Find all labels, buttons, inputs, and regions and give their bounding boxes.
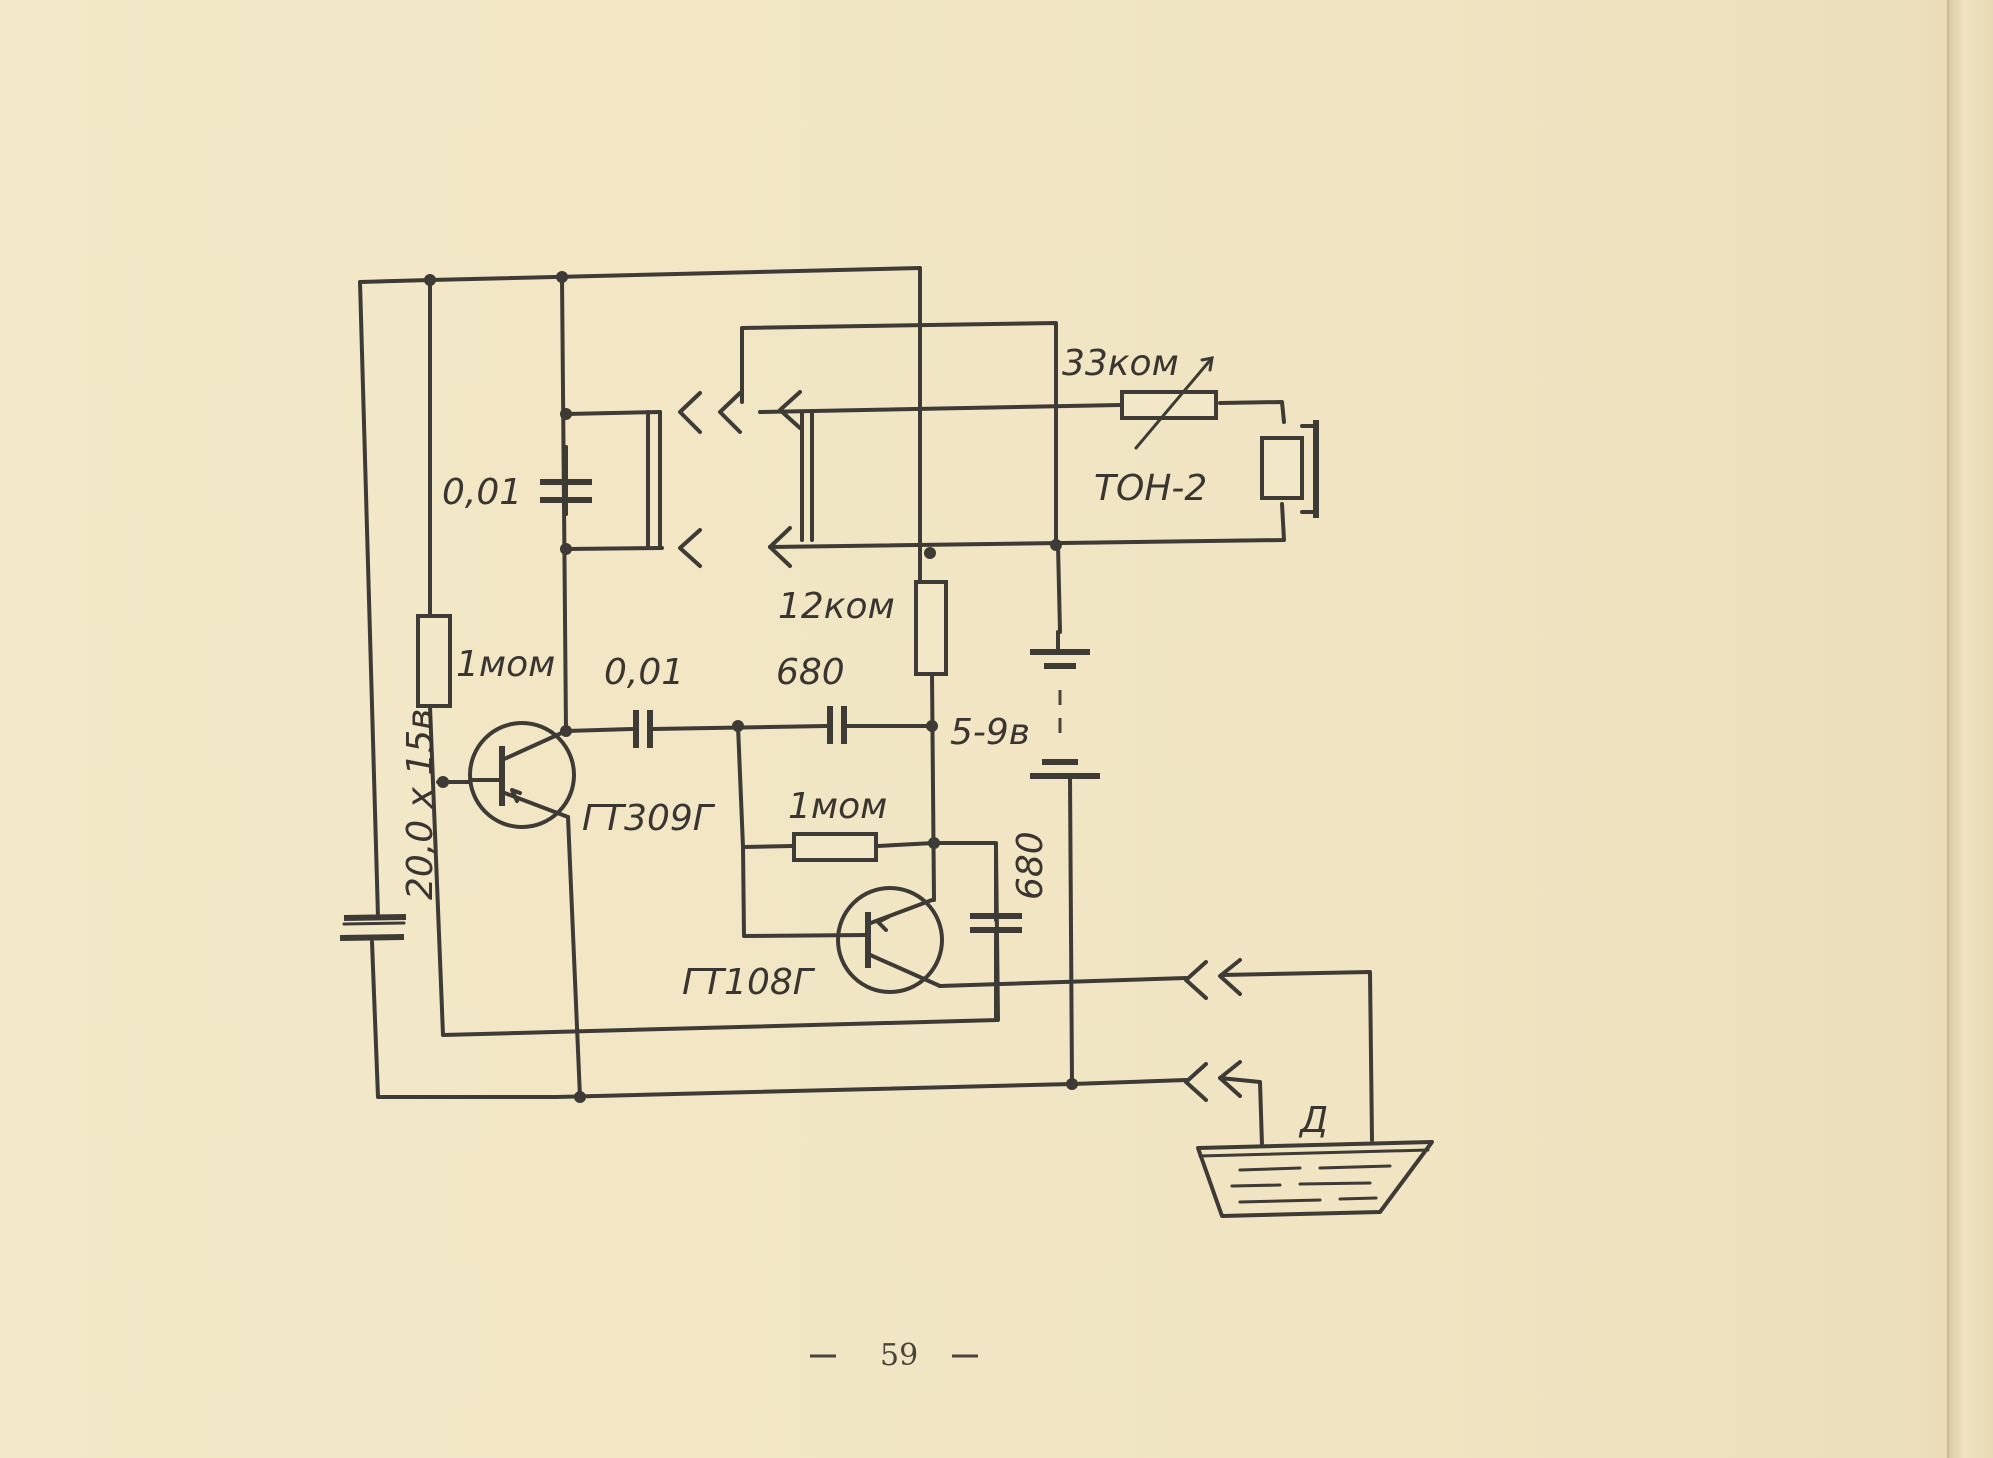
page-number-area: 59 xyxy=(810,1338,978,1373)
label-res-12k: 12ком xyxy=(778,586,895,627)
transistor-t2 xyxy=(836,886,944,994)
capacitor-680-side xyxy=(970,913,1022,1022)
label-cap-electrolytic: 20,0 х 15в xyxy=(400,709,441,900)
label-res-33k: 33ком xyxy=(1062,343,1179,384)
headphone xyxy=(1260,420,1319,518)
label-transistor-t2: ГТ108Г xyxy=(682,962,816,1003)
resistor-collector-12k xyxy=(914,580,948,676)
label-transistor-t1: ГТ309Г xyxy=(582,798,716,839)
capacitor-680-top xyxy=(827,706,847,744)
page-number: 59 xyxy=(880,1338,918,1373)
page-edge xyxy=(1947,0,1993,1458)
label-res-bias1: 1мом xyxy=(456,644,555,685)
label-cap-tone: 0,01 xyxy=(442,472,522,513)
label-sensor: Д xyxy=(1298,1100,1328,1141)
wires xyxy=(358,266,1374,1147)
label-res-bias2: 1мом xyxy=(788,786,887,827)
label-battery: 5-9в xyxy=(950,712,1030,753)
resistor-feedback-1m xyxy=(792,832,878,862)
electrolytic-capacitor xyxy=(339,914,407,941)
capacitor-tone xyxy=(540,445,592,516)
transistor-t1 xyxy=(468,721,576,829)
sensor-dish xyxy=(1196,1140,1434,1218)
variable-resistor-33k xyxy=(1120,356,1218,450)
jack-plugs-sensor xyxy=(1184,958,1242,1102)
jack-plugs-tone xyxy=(646,390,814,568)
battery xyxy=(1030,630,1100,779)
label-cap-coupling: 0,01 xyxy=(604,652,684,693)
capacitor-coupling xyxy=(633,710,653,748)
label-cap-680-side: 680 xyxy=(1010,831,1051,900)
label-phone: ТОН-2 xyxy=(1094,468,1207,509)
resistor-bias-1m xyxy=(416,614,452,708)
label-cap-680-top: 680 xyxy=(776,652,845,693)
